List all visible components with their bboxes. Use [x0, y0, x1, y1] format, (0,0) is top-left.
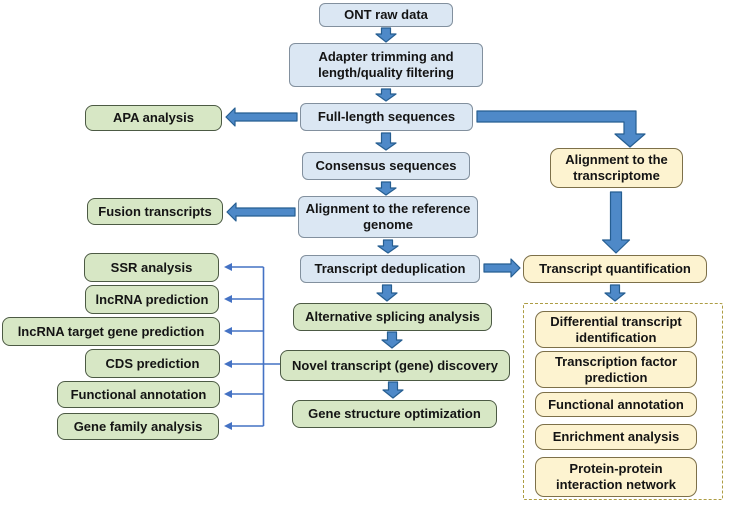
- node-full-length-sequences: Full-length sequences: [300, 103, 473, 131]
- node-alignment-reference-genome: Alignment to the reference genome: [298, 196, 478, 238]
- node-cds-prediction: CDS prediction: [85, 349, 220, 378]
- node-functional-annotation-left: Functional annotation: [57, 381, 220, 408]
- node-lncrna-target-gene-prediction: lncRNA target gene prediction: [2, 317, 220, 346]
- arrow-altsplice-to-novel: [381, 331, 403, 349]
- node-protein-protein-interaction-network: Protein-protein interaction network: [535, 457, 697, 497]
- node-apa-analysis: APA analysis: [85, 105, 222, 131]
- node-ont-raw-data: ONT raw data: [319, 3, 453, 27]
- node-lncrna-prediction: lncRNA prediction: [85, 285, 219, 314]
- arrow-dedup-to-quant: [483, 258, 521, 278]
- arrow-fulllength-to-consensus: [375, 132, 397, 151]
- node-alignment-transcriptome: Alignment to the transcriptome: [550, 148, 683, 188]
- node-novel-transcript-discovery: Novel transcript (gene) discovery: [280, 350, 510, 381]
- arrow-adapter-to-fulllength: [375, 88, 397, 102]
- connector-novel-to-left-column: [224, 263, 280, 430]
- downstream-analysis-panel: [523, 303, 723, 500]
- node-enrichment-analysis: Enrichment analysis: [535, 424, 697, 450]
- arrow-ont-to-adapter: [375, 27, 397, 43]
- arrow-quant-to-downstream: [604, 284, 626, 302]
- arrow-consensus-to-alignref: [375, 181, 397, 196]
- arrow-fulllength-to-aligntrans: [476, 110, 646, 148]
- node-fusion-transcripts: Fusion transcripts: [87, 198, 223, 225]
- arrow-aligntrans-to-quant: [601, 191, 631, 254]
- node-transcript-deduplication: Transcript deduplication: [300, 255, 480, 283]
- arrow-fulllength-to-apa: [225, 107, 298, 127]
- node-adapter-trimming: Adapter trimming and length/quality filt…: [289, 43, 483, 87]
- node-functional-annotation-right: Functional annotation: [535, 392, 697, 417]
- node-ssr-analysis: SSR analysis: [84, 253, 219, 282]
- node-transcript-quantification: Transcript quantification: [523, 255, 707, 283]
- arrow-novel-to-genestruct: [382, 381, 404, 399]
- node-transcription-factor-prediction: Transcription factor prediction: [535, 351, 697, 388]
- node-differential-transcript-identification: Differential transcript identification: [535, 311, 697, 348]
- arrow-alignref-to-dedup: [377, 239, 399, 254]
- arrow-alignref-to-fusion: [226, 202, 296, 222]
- node-gene-structure-optimization: Gene structure optimization: [292, 400, 497, 428]
- node-consensus-sequences: Consensus sequences: [302, 152, 470, 180]
- node-alternative-splicing-analysis: Alternative splicing analysis: [293, 303, 492, 331]
- node-gene-family-analysis: Gene family analysis: [57, 413, 219, 440]
- arrow-dedup-to-altsplice: [376, 284, 398, 302]
